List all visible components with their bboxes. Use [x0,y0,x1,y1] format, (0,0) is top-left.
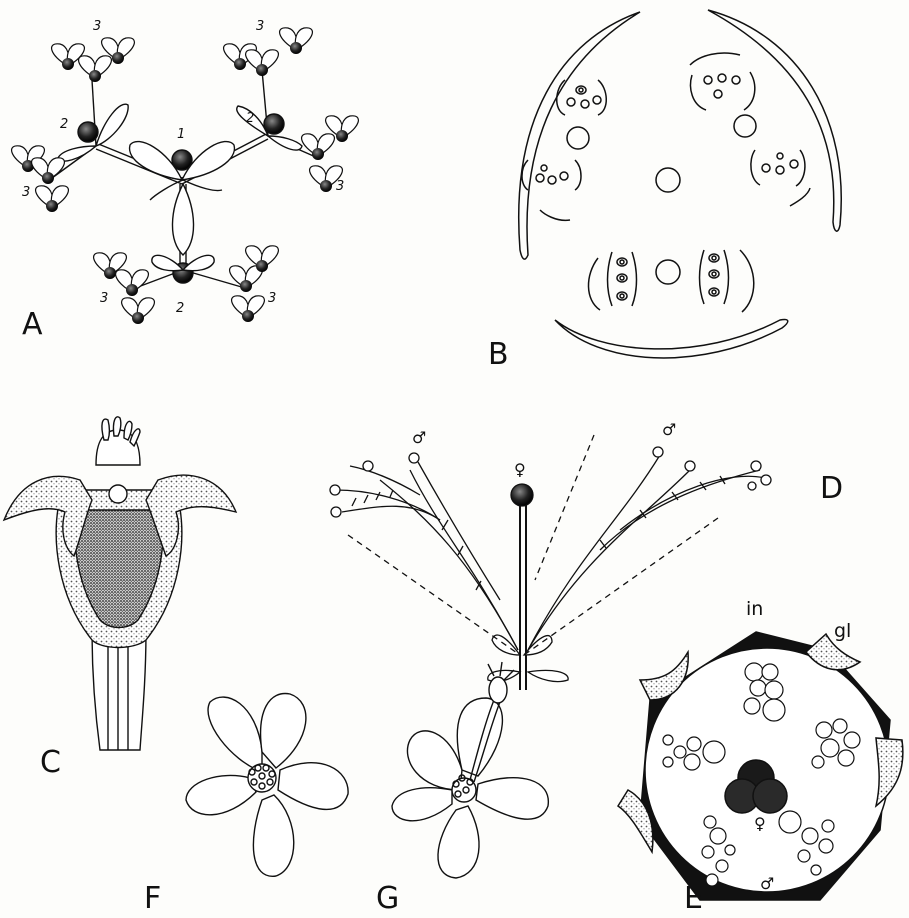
panel-c-cyathium-section [4,417,236,750]
order-label-3-d: 3 [336,180,344,193]
panel-label-f: F [144,884,161,914]
panel-b-floral-diagram [519,10,842,358]
panel-f-flower [186,693,348,876]
panel-a-inflorescence [52,70,318,290]
panel-label-b: B [488,340,509,370]
order-label-1: 1 [177,128,185,141]
order-label-2-bottom: 2 [176,302,184,315]
male-symbol-right: ♂ [662,422,676,438]
order-label-3-a: 3 [93,20,101,33]
order-label-3-c: 3 [22,186,30,199]
female-symbol: ♀ [514,462,526,478]
cymule-right [751,150,810,206]
cymule-left [522,160,581,220]
order-label-3-b: 3 [256,20,264,33]
panel-label-a: A [22,310,43,340]
cymule-top-right [690,53,756,137]
panel-e-floral-diagram [618,632,903,900]
male-symbol-left: ♂ [412,430,426,446]
panel-label-g: G [376,884,399,914]
order-label-2-right: 2 [246,112,254,125]
panel-label-d: D [820,474,843,504]
order-label-2-left: 2 [60,118,68,131]
involucre-tag: in [746,600,763,619]
order-label-3-e: 3 [100,292,108,305]
panel-g-flower [392,662,548,878]
cymule-bottom [588,250,753,312]
male-symbol-e: ♂ [760,876,774,892]
gland-tag: gl [834,622,851,641]
panel-label-c: C [40,748,61,778]
panel-d-schematic [330,435,771,690]
order-label-3-f: 3 [268,292,276,305]
panel-label-e: E [684,884,703,914]
female-symbol-e: ♀ [754,816,766,832]
cymule-top-left [557,80,607,149]
